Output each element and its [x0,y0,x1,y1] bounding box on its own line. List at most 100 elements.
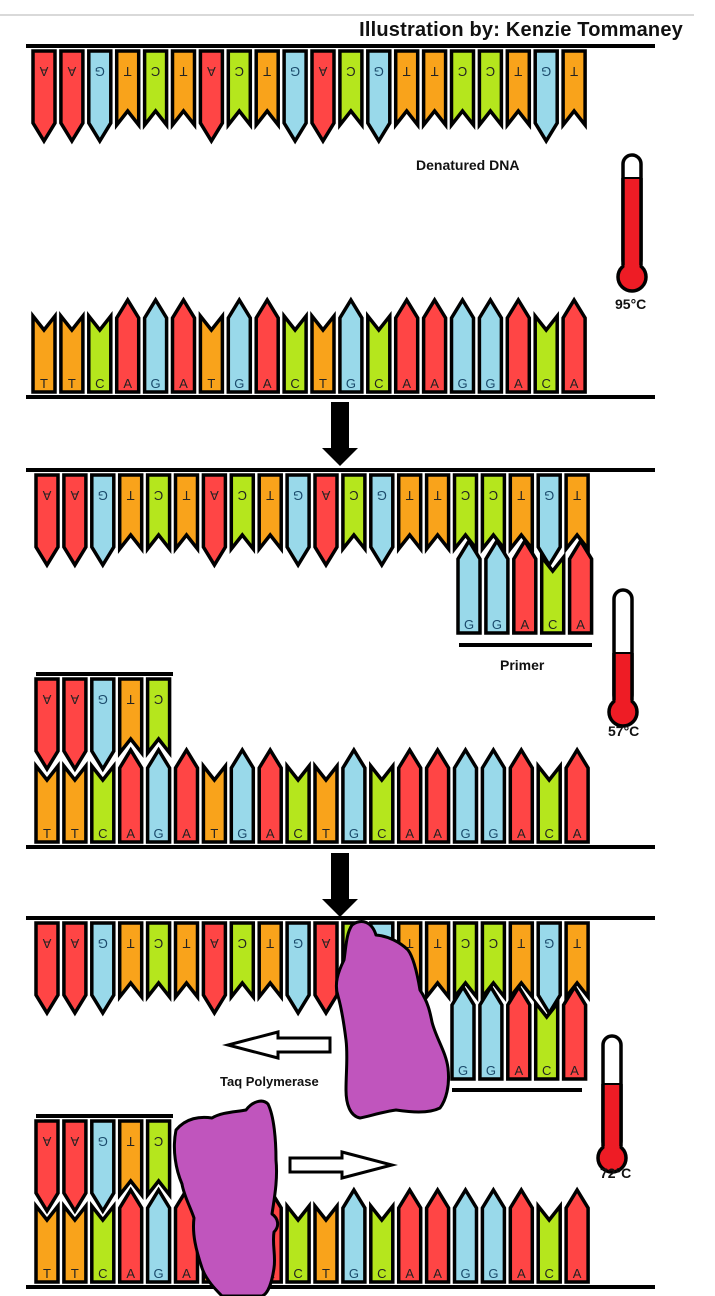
nucleotide-A: A [34,473,60,569]
nucleotide-G: G [87,49,113,145]
nucleotide-letter: C [154,1134,163,1149]
nucleotide-letter: G [293,488,303,503]
nucleotide-T: T [117,473,144,555]
nucleotide-letter: A [570,1063,579,1078]
nucleotide-A: A [34,921,60,1017]
nucleotide-letter: T [127,1134,135,1149]
nucleotide-C: C [285,760,311,844]
direction-arrow-left-icon [222,1030,332,1060]
nucleotide-A: A [34,1119,60,1215]
nucleotide-letter: T [71,1266,79,1281]
nucleotide-G: G [480,746,507,844]
nucleotide-T: T [31,310,57,394]
nucleotide-A: A [421,296,448,394]
nucleotide-letter: A [430,376,439,391]
nucleotide-letter: A [321,936,330,951]
nucleotide-letter: A [70,488,79,503]
nucleotide-C: C [145,1119,172,1201]
nucleotide-letter: A [179,376,188,391]
nucleotide-letter: T [210,826,218,841]
nucleotide-letter: T [573,936,581,951]
nucleotide-G: G [452,746,479,844]
nucleotide-G: G [285,473,311,569]
nucleotide-letter: T [263,64,271,79]
nucleotide-G: G [369,473,395,569]
nucleotide-letter: A [514,1063,523,1078]
nucleotide-A: A [201,921,228,1017]
primer-left-backbone [36,672,173,676]
nucleotide-letter: T [322,1266,330,1281]
nucleotide-A: A [508,1186,535,1284]
step-arrow-2-icon [322,853,358,917]
nucleotide-C: C [229,473,256,555]
nucleotide-letter: G [151,376,161,391]
nucleotide-letter: C [486,64,495,79]
nucleotide-letter: G [464,617,474,632]
primer-label: Primer [500,657,545,673]
nucleotide-letter: C [98,1266,107,1281]
nucleotide-C: C [366,310,392,394]
nucleotide-A: A [564,746,590,844]
nucleotide-C: C [338,49,364,131]
nucleotide-T: T [393,49,420,131]
nucleotide-letter: G [374,64,384,79]
temperature-95-label: 95°C [615,296,647,312]
nucleotide-C: C [145,921,172,1003]
nucleotide-letter: G [458,1063,468,1078]
nucleotide-letter: C [154,692,163,707]
nucleotide-A: A [117,1186,144,1284]
nucleotide-G: G [366,49,392,145]
nucleotide-letter: G [98,488,108,503]
nucleotide-A: A [59,49,85,145]
nucleotide-C: C [226,49,253,131]
nucleotide-G: G [452,1186,479,1284]
nucleotide-T: T [170,49,197,131]
nucleotide-T: T [424,921,451,1003]
nucleotide-A: A [424,746,451,844]
nucleotide-C: C [480,473,507,555]
nucleotide-A: A [393,296,420,394]
nucleotide-T: T [313,1200,339,1284]
taq-polymerase-upper-icon [334,920,450,1120]
nucleotide-letter: A [321,488,330,503]
nucleotide-A: A [508,746,535,844]
nucleotide-G: G [449,296,476,394]
nucleotide-letter: A [182,826,191,841]
nucleotide-letter: T [406,936,414,951]
nucleotide-letter: T [266,936,274,951]
nucleotide-letter: A [402,376,411,391]
thermometer-level [624,178,640,273]
nucleotide-G: G [341,1186,367,1284]
nucleotide-letter: A [433,826,442,841]
nucleotide-letter: T [127,488,135,503]
nucleotide-letter: G [154,826,164,841]
nucleotide-letter: C [346,64,355,79]
nucleotide-T: T [396,473,423,555]
nucleotide-letter: T [71,826,79,841]
nucleotide-letter: C [377,1266,386,1281]
nucleotide-letter: G [293,936,303,951]
nucleotide-letter: C [548,617,557,632]
taq-polymerase-lower-icon [172,1099,280,1296]
nucleotide-letter: C [545,826,554,841]
nucleotide-A: A [173,746,200,844]
nucleotide-letter: G [460,1266,470,1281]
nucleotide-T: T [313,760,339,844]
nucleotide-T: T [508,473,535,555]
nucleotide-C: C [145,473,172,555]
primer-left-extended-backbone [36,1114,173,1118]
taq-polymerase-label: Taq Polymerase [220,1074,319,1089]
nucleotide-C: C [87,310,113,394]
nucleotide-letter: G [544,936,554,951]
nucleotide-letter: T [179,64,187,79]
nucleotide-T: T [505,49,532,131]
nucleotide-T: T [257,921,283,1003]
nucleotide-C: C [341,473,367,555]
nucleotide-C: C [539,551,566,635]
nucleotide-A: A [257,746,283,844]
